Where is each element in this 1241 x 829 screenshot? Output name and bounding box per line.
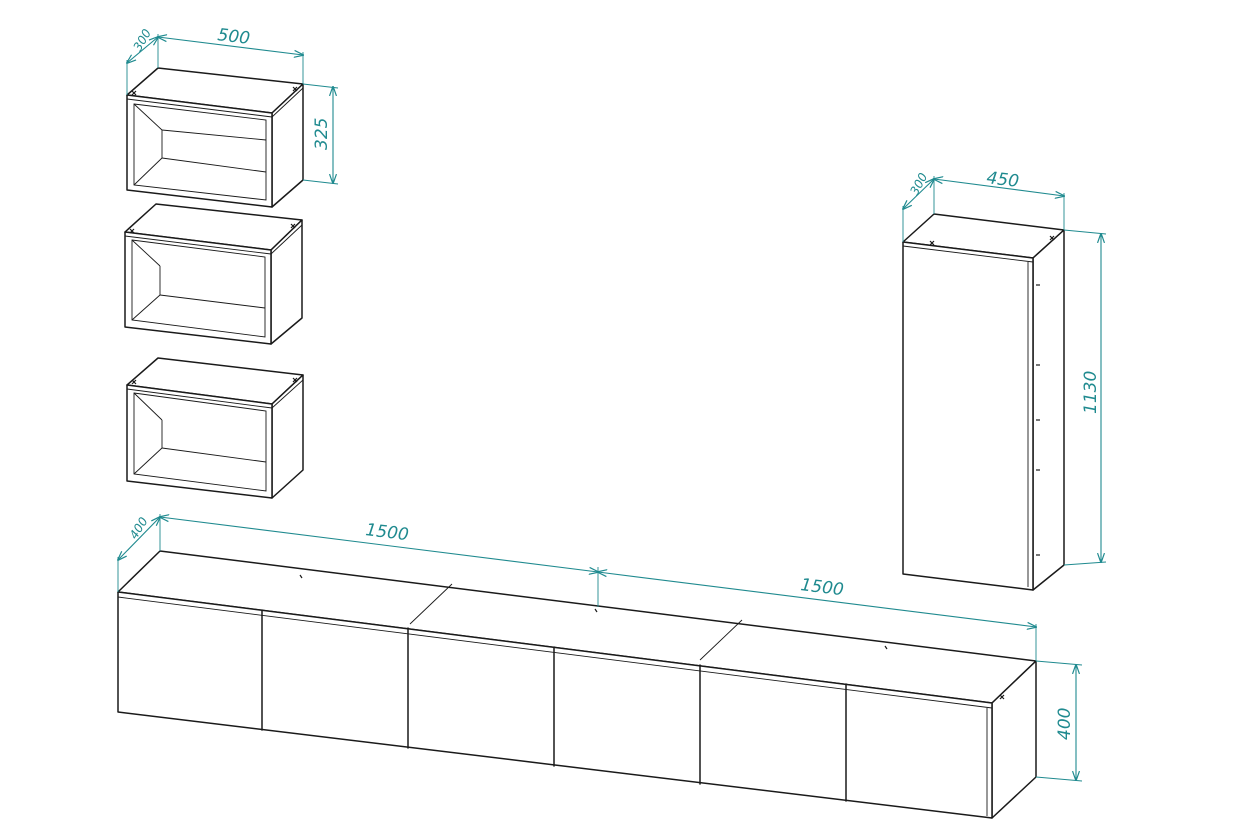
low-base-cabinet (117, 550, 1037, 819)
wall-shelf-bottom (126, 357, 304, 499)
dimension-column-height: 1130 (1063, 229, 1107, 566)
base-width-right-label: 1500 (799, 575, 844, 600)
dimension-base-height: 400 (1035, 660, 1083, 782)
dimension-shelf-width: 500 (158, 25, 303, 84)
base-depth-label: 400 (127, 514, 151, 541)
base-width-left-label: 1500 (364, 520, 409, 545)
base-height-label: 400 (1055, 708, 1075, 740)
column-width-label: 450 (985, 168, 1020, 192)
column-depth-label: 300 (907, 170, 930, 197)
dimension-column-width: 450 (934, 168, 1064, 230)
wall-shelf-top (126, 67, 304, 208)
column-height-label: 1130 (1081, 371, 1101, 414)
shelf-width-label: 500 (216, 25, 251, 49)
tall-column-cabinet (902, 213, 1065, 591)
wall-shelf-middle (124, 203, 303, 345)
dimension-shelf-height: 325 (302, 83, 339, 185)
shelf-height-label: 325 (312, 118, 332, 150)
shelf-depth-label: 300 (130, 26, 154, 53)
